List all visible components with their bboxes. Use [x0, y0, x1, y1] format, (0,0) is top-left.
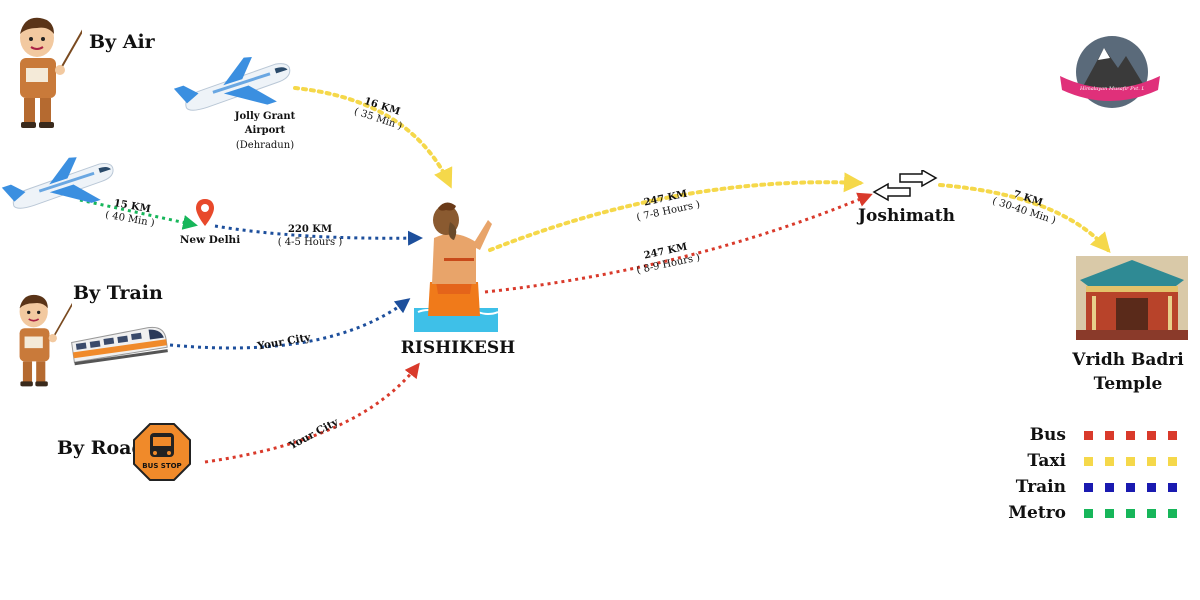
- legend-swatch: [1168, 456, 1177, 466]
- legend-swatch: [1105, 482, 1114, 492]
- double-arrow-icon: [872, 170, 938, 202]
- teacher-icon: [19, 294, 72, 387]
- legend-swatch: [1168, 482, 1177, 492]
- train-icon: [71, 326, 168, 366]
- temple-label-line1: Vridh Badri: [1072, 350, 1184, 370]
- legend-swatch: [1105, 508, 1114, 518]
- legend-row-metro: Metro: [1008, 502, 1177, 524]
- legend-row-train: Train: [1008, 476, 1177, 498]
- legend-swatch: [1084, 508, 1093, 518]
- airplane-icon: [1, 157, 114, 209]
- legend-swatch: [1147, 456, 1156, 466]
- route-road-rishikesh: [204, 362, 420, 464]
- by-air-heading: By Air: [89, 31, 155, 53]
- by-train-heading: By Train: [73, 282, 163, 304]
- rishikesh-label: RISHIKESH: [400, 338, 516, 358]
- route-delhi-rishikesh: [214, 224, 423, 246]
- teacher-icon: [20, 17, 82, 128]
- bus-stop-text: BUS STOP: [142, 462, 182, 470]
- airport-name-line3: (Dehradun): [235, 140, 295, 151]
- legend-swatch: [1084, 430, 1093, 440]
- route-plane-delhi: [79, 198, 198, 230]
- airplane-icon: [173, 57, 291, 111]
- legend-row-taxi: Taxi: [1008, 450, 1177, 472]
- new-delhi-label: New Delhi: [179, 234, 241, 246]
- legend-swatch: [1126, 508, 1135, 518]
- legend-swatch: [1147, 430, 1156, 440]
- route-airport-rishikesh: [293, 86, 453, 189]
- logo-text: Himalayan Musafir Pvt. Ltd.: [1080, 86, 1144, 92]
- legend-label: Metro: [1008, 503, 1066, 523]
- legend-swatch: [1126, 482, 1135, 492]
- legend-swatch: [1168, 508, 1177, 518]
- route-time: ( 4-5 Hours ): [277, 237, 343, 248]
- by-road-heading: By Road: [57, 437, 145, 459]
- legend-swatch: [1126, 430, 1135, 440]
- legend-swatch: [1147, 508, 1156, 518]
- route-label-delhi-rishikesh: 220 KM ( 4-5 Hours ): [270, 223, 350, 249]
- legend-swatch: [1126, 456, 1135, 466]
- legend-swatch: [1147, 482, 1156, 492]
- route-joshimath-temple: [938, 183, 1111, 254]
- legend-label: Bus: [1029, 425, 1066, 445]
- company-logo: Himalayan Musafir Pvt. Ltd.: [1058, 34, 1162, 110]
- bus-stop-icon: [133, 423, 191, 481]
- temple-image: [1076, 256, 1188, 340]
- legend-swatch: [1168, 430, 1177, 440]
- legend-swatch: [1084, 456, 1093, 466]
- location-pin-icon: [196, 199, 214, 226]
- temple-label-line2: Temple: [1093, 374, 1163, 394]
- logo-mountain-icon: [1060, 36, 1160, 108]
- legend-label: Taxi: [1027, 451, 1066, 471]
- sage-icon: [414, 202, 498, 332]
- airport-name-line1: Jolly Grant: [234, 111, 296, 122]
- legend-label: Train: [1015, 477, 1066, 497]
- legend-row-bus: Bus: [1008, 424, 1177, 446]
- legend-swatch: [1105, 430, 1114, 440]
- route-rishikesh-joshimath-taxi: [488, 172, 864, 252]
- bus-stop-sign: BUS STOP: [133, 423, 191, 481]
- legend-swatch: [1084, 482, 1093, 492]
- legend-swatch: [1105, 456, 1114, 466]
- airport-name-line2: Airport: [244, 125, 286, 136]
- route-distance: 220 KM: [287, 224, 333, 235]
- joshimath-label: Joshimath: [858, 206, 955, 226]
